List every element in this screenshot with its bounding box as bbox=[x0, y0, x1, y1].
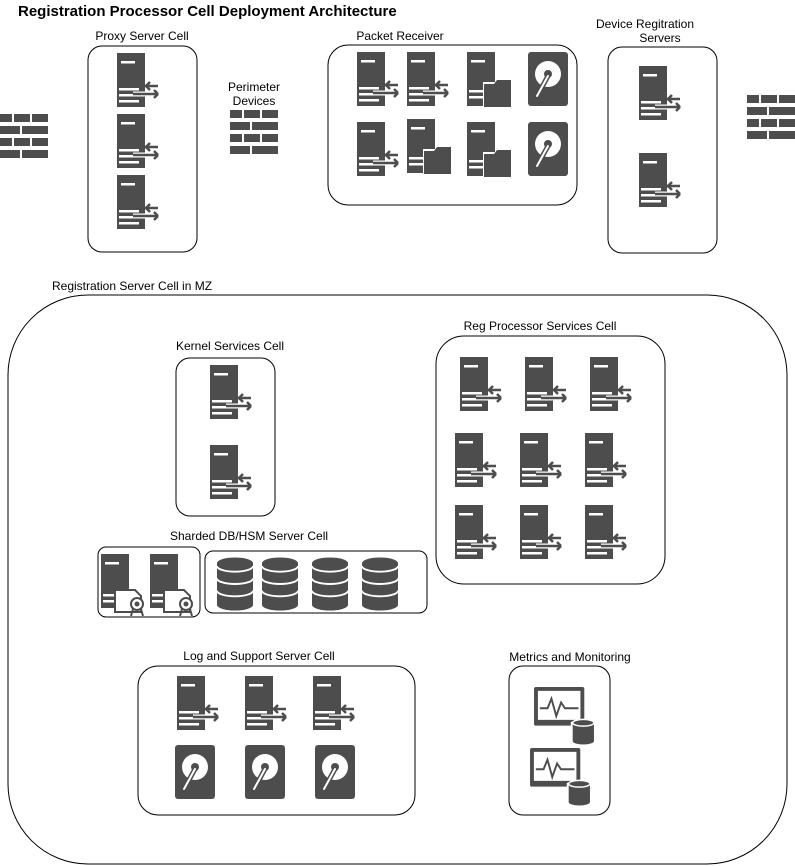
diagram-title: Registration Processor Cell Deployment A… bbox=[18, 3, 397, 20]
server-icon bbox=[525, 357, 566, 411]
server-icon bbox=[590, 357, 631, 411]
file-server-icon bbox=[467, 52, 512, 108]
sharded-db-cell: Sharded DB/HSM Server Cell bbox=[97, 529, 428, 618]
database-icon bbox=[262, 556, 298, 612]
monitoring-dashboard-icon bbox=[530, 748, 590, 806]
device-label-line2: Servers bbox=[639, 31, 680, 45]
proxy-server-cell: Proxy Server Cell bbox=[87, 29, 198, 253]
server-icon bbox=[357, 52, 398, 106]
server-icon bbox=[177, 676, 218, 730]
server-icon bbox=[520, 433, 561, 487]
packet-cell-label: Packet Receiver bbox=[356, 29, 443, 43]
server-icon bbox=[210, 365, 251, 419]
device-cell-border bbox=[607, 46, 718, 254]
server-icon bbox=[460, 357, 501, 411]
database-icon bbox=[217, 556, 253, 612]
server-icon bbox=[117, 175, 158, 229]
device-label-line1: Device Regitration bbox=[596, 17, 694, 31]
hard-disk-icon bbox=[315, 745, 355, 799]
hard-disk-icon bbox=[245, 745, 285, 799]
server-icon bbox=[245, 676, 286, 730]
perimeter-label-line2: Devices bbox=[233, 94, 276, 108]
server-icon bbox=[117, 53, 158, 107]
mz-cell-label: Registration Server Cell in MZ bbox=[52, 279, 212, 293]
certificate-server-icon bbox=[150, 554, 193, 616]
kernel-services-cell: Kernel Services Cell bbox=[175, 339, 284, 517]
proxy-cell-border bbox=[87, 45, 198, 253]
server-icon bbox=[407, 52, 448, 106]
server-icon bbox=[455, 433, 496, 487]
hard-disk-icon bbox=[175, 745, 215, 799]
metrics-monitoring-cell: Metrics and Monitoring bbox=[508, 650, 631, 816]
database-icon bbox=[362, 556, 398, 612]
hard-disk-icon bbox=[528, 122, 568, 176]
server-icon bbox=[210, 445, 251, 499]
firewall-icon-right bbox=[747, 95, 795, 139]
server-icon bbox=[520, 505, 561, 559]
server-icon bbox=[313, 676, 354, 730]
kernel-cell-border bbox=[175, 357, 276, 517]
metrics-cell-border bbox=[508, 665, 611, 816]
certificate-server-icon bbox=[101, 554, 144, 616]
proxy-cell-label: Proxy Server Cell bbox=[95, 29, 188, 43]
database-icon bbox=[312, 556, 348, 612]
device-registration-cell: Device Regitration Servers bbox=[596, 17, 718, 254]
server-icon bbox=[357, 122, 398, 176]
metrics-cell-label: Metrics and Monitoring bbox=[509, 650, 630, 664]
reg-processor-cell: Reg Processor Services Cell bbox=[435, 319, 666, 585]
packet-receiver-cell: Packet Receiver bbox=[327, 29, 578, 206]
perimeter-label-line1: Perimeter bbox=[228, 80, 280, 94]
regproc-cell-label: Reg Processor Services Cell bbox=[464, 319, 617, 333]
server-icon bbox=[639, 66, 680, 120]
mz-cell-border bbox=[7, 294, 788, 865]
server-icon bbox=[585, 505, 626, 559]
server-icon bbox=[117, 114, 158, 168]
server-icon bbox=[455, 505, 496, 559]
packet-cell-border bbox=[327, 44, 578, 206]
sharded-cell-label: Sharded DB/HSM Server Cell bbox=[170, 529, 328, 543]
regproc-cell-border bbox=[435, 335, 666, 585]
file-server-icon bbox=[467, 122, 512, 178]
file-server-icon bbox=[407, 119, 452, 175]
firewall-icon-perimeter bbox=[230, 110, 278, 154]
server-icon bbox=[585, 433, 626, 487]
hsm-cell-border bbox=[97, 546, 201, 618]
firewall-icon-left bbox=[0, 114, 48, 158]
hard-disk-icon bbox=[528, 52, 568, 106]
log-cell-label: Log and Support Server Cell bbox=[183, 649, 334, 663]
monitoring-dashboard-icon bbox=[534, 687, 594, 745]
kernel-cell-label: Kernel Services Cell bbox=[176, 339, 284, 353]
db-cell-border bbox=[204, 550, 428, 614]
log-support-cell: Log and Support Server Cell bbox=[137, 649, 416, 816]
server-icon bbox=[639, 153, 680, 207]
log-cell-border bbox=[137, 665, 416, 816]
